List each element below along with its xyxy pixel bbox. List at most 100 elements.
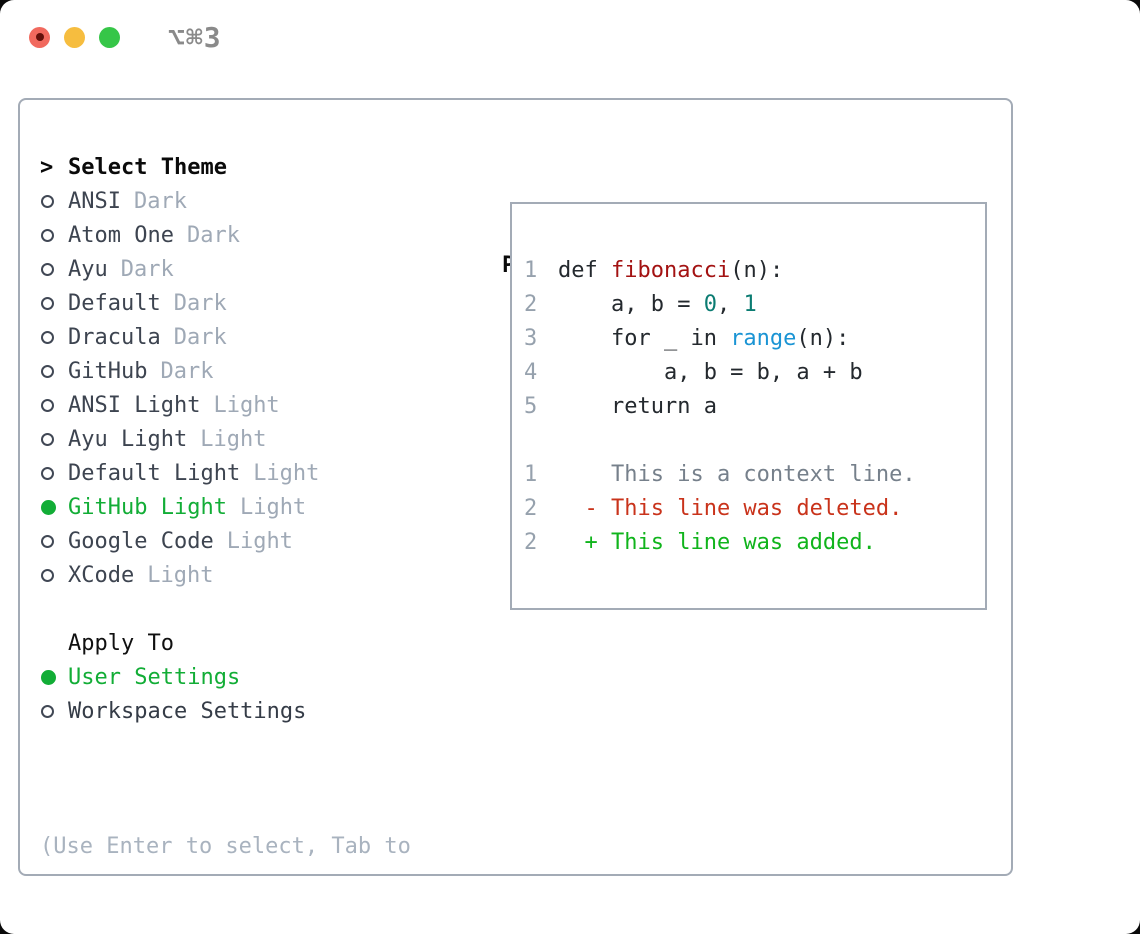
radio-icon xyxy=(41,228,54,242)
line-number: 2 xyxy=(524,291,538,317)
preview-line: 2 - This line was deleted. xyxy=(524,491,985,525)
theme-variant-tag: Light xyxy=(213,392,280,418)
preview-line: 4 a, b = b, a + b xyxy=(524,355,985,389)
radio-cell xyxy=(40,568,68,582)
radio-cell xyxy=(40,669,68,685)
radio-cell xyxy=(40,534,68,548)
radio-icon xyxy=(41,704,54,718)
apply-to-title: Apply To xyxy=(68,630,174,656)
theme-name: Ayu xyxy=(68,256,108,282)
code-token-code: a, b = xyxy=(558,291,704,317)
theme-variant-tag: Light xyxy=(200,426,267,452)
zoom-button[interactable] xyxy=(99,26,120,48)
radio-cell xyxy=(40,194,68,208)
theme-name: Default xyxy=(68,290,161,316)
radio-cell xyxy=(40,466,68,480)
radio-icon xyxy=(41,296,54,310)
theme-variant-tag: Dark xyxy=(186,222,240,248)
apply-option-label: Workspace Settings xyxy=(68,698,307,724)
record-dot-icon xyxy=(35,33,44,41)
theme-name: Ayu Light xyxy=(68,426,188,452)
radio-icon xyxy=(41,262,54,276)
preview-line xyxy=(524,423,985,457)
code-token-code: a, b = b, a + b xyxy=(558,359,863,385)
line-number: 3 xyxy=(524,325,538,351)
theme-variant-tag: Dark xyxy=(173,290,227,316)
theme-item-default[interactable]: Default Dark xyxy=(40,286,490,320)
theme-name: Dracula xyxy=(68,324,161,350)
theme-variant-tag: Dark xyxy=(120,256,174,282)
hint-line-1: (Use Enter to select, Tab to xyxy=(40,834,411,859)
radio-cell xyxy=(40,228,68,242)
radio-cell xyxy=(40,432,68,446)
theme-item-atom-one[interactable]: Atom One Dark xyxy=(40,218,490,252)
close-button[interactable] xyxy=(29,26,50,48)
minimize-button[interactable] xyxy=(64,26,85,48)
theme-variant-tag: Light xyxy=(253,460,320,486)
radio-cell xyxy=(40,330,68,344)
theme-name: XCode xyxy=(68,562,135,588)
radio-cell xyxy=(40,499,68,515)
window-shortcut-label: ⌥⌘3 xyxy=(168,20,222,54)
line-number: 2 xyxy=(524,529,538,555)
spacer xyxy=(40,728,490,762)
theme-name: GitHub Light xyxy=(68,494,227,520)
radio-cell xyxy=(40,364,68,378)
preview-line: 2 + This line was added. xyxy=(524,525,985,559)
theme-name: Google Code xyxy=(68,528,214,554)
theme-variant-tag: Light xyxy=(147,562,214,588)
spacer xyxy=(40,592,490,626)
code-token-context: This is a context line. xyxy=(558,461,916,487)
theme-item-github-light[interactable]: GitHub Light Light xyxy=(40,490,490,524)
radio-icon xyxy=(41,432,54,446)
code-token-code: def xyxy=(558,257,611,283)
theme-name: ANSI xyxy=(68,188,121,214)
theme-list-title: Select Theme xyxy=(68,154,227,180)
theme-item-xcode[interactable]: XCode Light xyxy=(40,558,490,592)
preview-line: 2 a, b = 0, 1 xyxy=(524,287,985,321)
theme-item-ayu[interactable]: Ayu Dark xyxy=(40,252,490,286)
code-token-code: (n): xyxy=(796,325,850,351)
theme-item-default-light[interactable]: Default Light Light xyxy=(40,456,490,490)
code-token-number: 0 xyxy=(703,291,717,317)
radio-cell xyxy=(40,704,68,718)
window-titlebar: ⌥⌘3 xyxy=(29,21,222,54)
apply-option-label: User Settings xyxy=(68,664,241,690)
theme-item-ayu-light[interactable]: Ayu Light Light xyxy=(40,422,490,456)
radio-icon xyxy=(41,364,54,378)
radio-icon xyxy=(41,568,54,582)
theme-variant-tag: Light xyxy=(239,494,307,520)
radio-cell xyxy=(40,262,68,276)
theme-list-header: > Select Theme xyxy=(40,150,490,184)
apply-option-workspace-settings[interactable]: Workspace Settings xyxy=(40,694,490,728)
line-number: 4 xyxy=(524,359,538,385)
radio-icon xyxy=(41,534,54,548)
apply-option-user-settings[interactable]: User Settings xyxy=(40,660,490,694)
apply-to-header: Apply To xyxy=(40,626,490,660)
radio-cell xyxy=(40,398,68,412)
code-token-code: return a xyxy=(558,393,717,419)
radio-selected-icon xyxy=(41,499,56,515)
theme-name: Default Light xyxy=(68,460,241,486)
radio-icon xyxy=(41,194,54,208)
theme-name: Atom One xyxy=(68,222,174,248)
preview-line: 5 return a xyxy=(524,389,985,423)
code-token-builtin: range xyxy=(730,325,797,351)
radio-icon xyxy=(41,330,54,344)
radio-selected-icon xyxy=(41,669,56,685)
code-token-function: fibonacci xyxy=(610,257,731,283)
radio-cell xyxy=(40,296,68,310)
cursor-icon: > xyxy=(40,154,54,180)
line-number: 1 xyxy=(524,461,538,487)
